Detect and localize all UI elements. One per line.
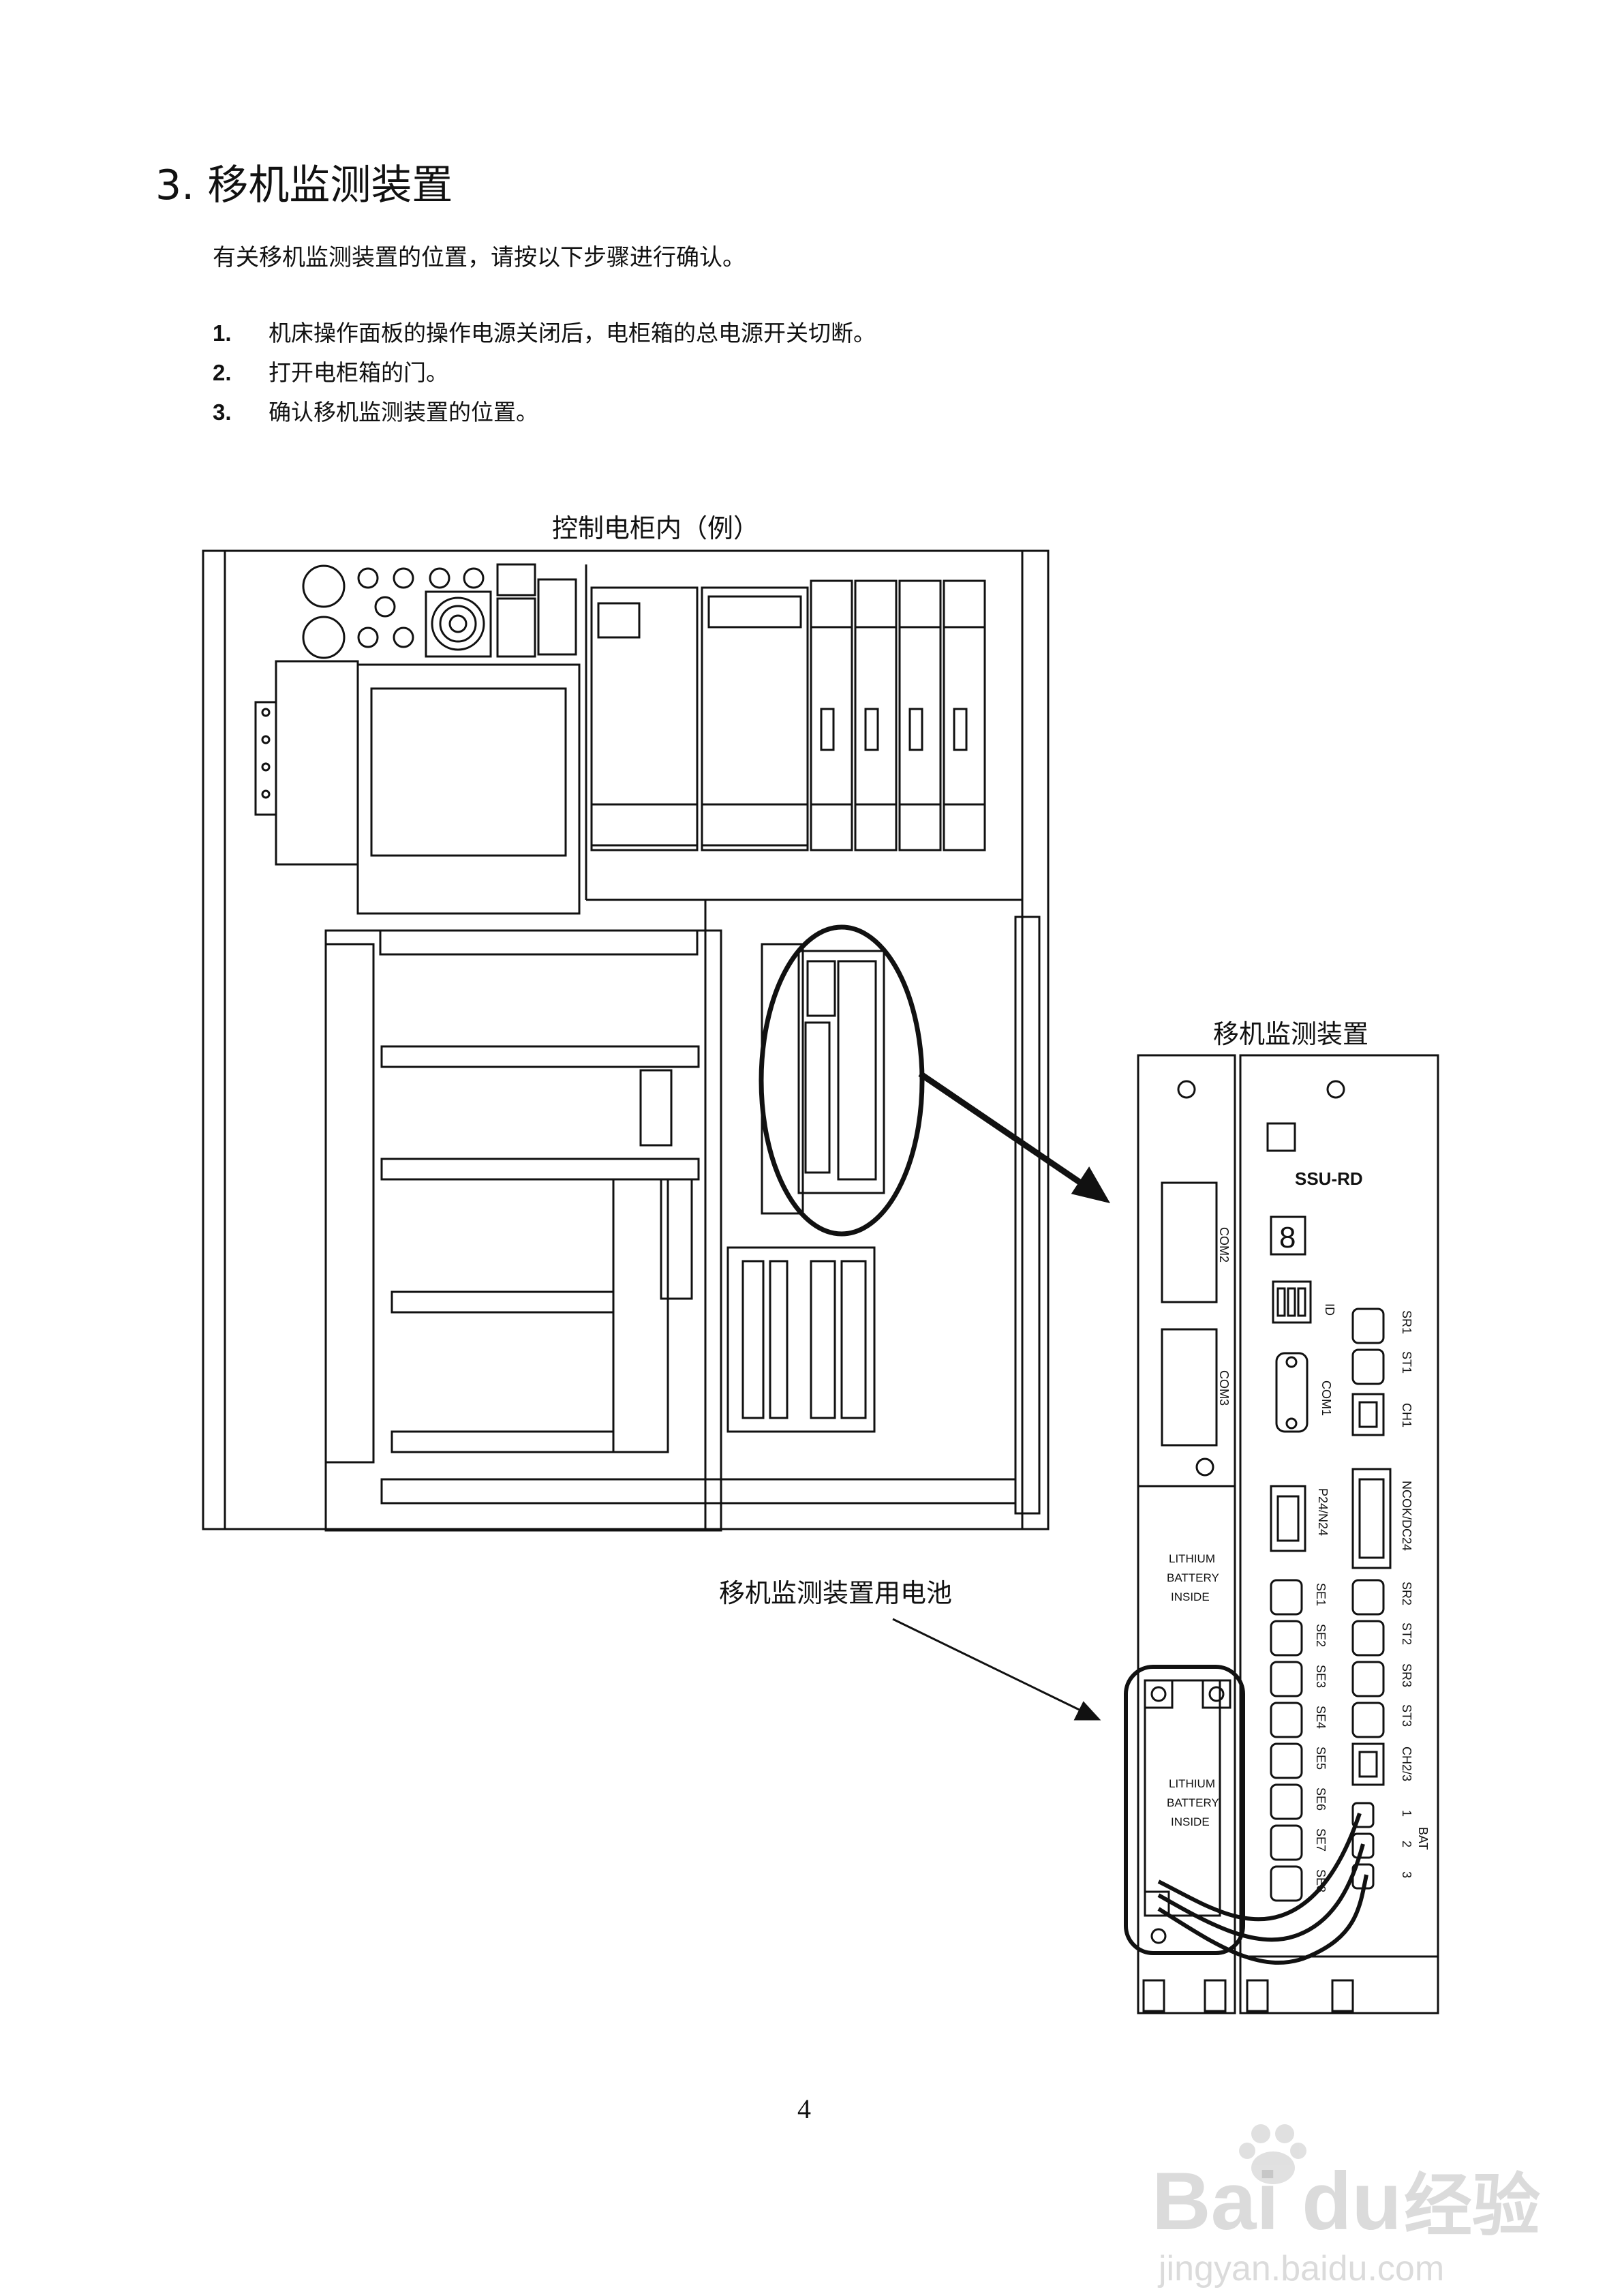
watermark-brand: Bai du <box>1152 2156 1402 2247</box>
control-cabinet <box>202 549 1050 1532</box>
id-display: 8 <box>1279 1221 1296 1254</box>
battery-caption: 移机监测装置用电池 <box>719 1580 952 1608</box>
step-item: 1. 机床操作面板的操作电源关闭后，电柜箱的总电源开关切断。 <box>213 315 876 348</box>
bat1-label: 1 <box>1400 1810 1413 1817</box>
battery-highlight <box>1124 1665 1245 1955</box>
intro-text: 有关移机监测装置的位置，请按以下步骤进行确认。 <box>213 244 746 271</box>
watermark-url: jingyan.baidu.com <box>1157 2249 1444 2289</box>
battery-lower-line2: BATTERY <box>1167 1796 1219 1809</box>
step-text: 机床操作面板的操作电源关闭后，电柜箱的总电源开关切断。 <box>269 320 876 346</box>
battery-lower-line3: INSIDE <box>1171 1815 1210 1828</box>
se4-label: SE4 <box>1314 1706 1328 1729</box>
id-label: ID <box>1323 1303 1336 1316</box>
st3-label: ST3 <box>1400 1704 1413 1727</box>
section-number: 3. <box>155 162 195 209</box>
ch23-label: CH2/3 <box>1400 1747 1413 1781</box>
step-number: 1. <box>213 320 232 346</box>
watermark-brand-cn: 经验 <box>1404 2168 1540 2244</box>
step-number: 3. <box>213 399 232 425</box>
st1-label: ST1 <box>1400 1351 1413 1374</box>
bat3-label: 3 <box>1400 1871 1413 1878</box>
step-item: 2. 打开电柜箱的门。 <box>213 354 448 387</box>
step-text: 确认移机监测装置的位置。 <box>269 399 538 425</box>
ssu-rd-device: LITHIUM BATTERY INSIDE LITHIUM BATTERY I… <box>1124 1054 1439 2014</box>
device-model-label: SSU-RD <box>1295 1168 1363 1189</box>
sr2-label: SR2 <box>1400 1582 1413 1605</box>
se6-label: SE6 <box>1314 1787 1328 1811</box>
bat-label: BAT <box>1416 1827 1430 1850</box>
se2-label: SE2 <box>1314 1624 1328 1647</box>
com3-label: COM3 <box>1217 1370 1231 1406</box>
step-item: 3. 确认移机监测装置的位置。 <box>213 394 538 427</box>
sr1-label: SR1 <box>1400 1310 1413 1334</box>
battery-lower-line1: LITHIUM <box>1169 1777 1215 1790</box>
cabinet-caption: 控制电柜内（例） <box>552 515 759 543</box>
section-title-text: 移机监测装置 <box>207 162 453 209</box>
st2-label: ST2 <box>1400 1622 1413 1645</box>
se5-label: SE5 <box>1314 1747 1328 1770</box>
battery-upper-line1: LITHIUM <box>1169 1552 1215 1565</box>
com2-label: COM2 <box>1217 1227 1231 1263</box>
ch1-label: CH1 <box>1400 1403 1413 1428</box>
step-text: 打开电柜箱的门。 <box>269 359 448 386</box>
step-number: 2. <box>213 360 232 385</box>
se3-label: SE3 <box>1314 1665 1328 1688</box>
sr3-label: SR3 <box>1400 1663 1413 1687</box>
device-caption: 移机监测装置 <box>1213 1021 1368 1049</box>
battery-upper-line3: INSIDE <box>1171 1590 1210 1603</box>
baidu-watermark: Bai du 经验 jingyan.baidu.com <box>1152 2124 1540 2289</box>
section-title: 3. 移机监测装置 <box>155 165 453 206</box>
ncok-label: NCOK/DC24 <box>1400 1481 1413 1551</box>
bat2-label: 2 <box>1400 1841 1413 1847</box>
se1-label: SE1 <box>1314 1583 1328 1606</box>
se7-label: SE7 <box>1314 1828 1328 1852</box>
p24n24-label: P24/N24 <box>1316 1488 1330 1536</box>
com1-label: COM1 <box>1319 1380 1333 1416</box>
page-number: 4 <box>797 2094 811 2124</box>
battery-upper-line2: BATTERY <box>1167 1571 1219 1584</box>
